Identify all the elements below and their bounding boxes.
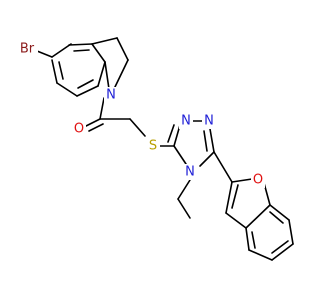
bond — [177, 179, 191, 200]
bond — [231, 184, 239, 209]
bond — [76, 85, 99, 97]
bond — [245, 204, 271, 229]
structure-drawing: Br N O S N N N O — [16, 37, 294, 261]
bond — [225, 181, 233, 214]
carbonyl-oxygen-atom: O — [74, 122, 84, 137]
bond — [225, 212, 247, 229]
bond — [245, 227, 250, 251]
atom-label-layer: Br N O S N N N O — [16, 41, 265, 188]
bond — [91, 43, 106, 63]
benzofuran-oxygen-atom: O — [253, 173, 263, 188]
bond — [203, 130, 208, 152]
bond — [56, 82, 78, 97]
bond — [167, 124, 175, 143]
molecule-diagram: Br N O S N N N O — [16, 37, 294, 261]
bond — [231, 178, 253, 183]
bond — [129, 118, 146, 137]
bond — [36, 50, 53, 58]
bond — [213, 151, 233, 183]
indoline-nitrogen-atom: N — [106, 88, 116, 103]
bond — [177, 198, 191, 219]
bond — [88, 123, 104, 132]
bromine-atom: Br — [20, 42, 35, 57]
bond — [271, 240, 289, 254]
bond — [288, 219, 294, 245]
bond — [209, 128, 215, 153]
triazole-nitrogen-atom: N — [181, 114, 191, 129]
bond — [173, 145, 187, 165]
bond — [113, 59, 129, 90]
bond-layer — [36, 37, 294, 261]
bond — [77, 79, 94, 89]
bond — [271, 243, 294, 261]
bond — [97, 61, 106, 87]
bond — [104, 61, 110, 90]
bond — [58, 61, 64, 80]
bond — [199, 151, 215, 167]
bond — [85, 118, 101, 127]
bond — [51, 59, 58, 84]
bond — [73, 49, 90, 52]
triazole-nitrogen-atom: N — [185, 165, 195, 180]
bond — [269, 211, 284, 224]
triazole-nitrogen-atom: N — [204, 114, 214, 129]
bond — [116, 37, 129, 61]
bond — [251, 231, 256, 249]
bond — [68, 43, 93, 46]
bond — [248, 249, 273, 261]
bond — [269, 204, 290, 221]
bond — [51, 43, 72, 58]
bond — [99, 97, 105, 120]
bond — [91, 37, 118, 45]
thioether-sulfur-atom: S — [149, 139, 157, 154]
